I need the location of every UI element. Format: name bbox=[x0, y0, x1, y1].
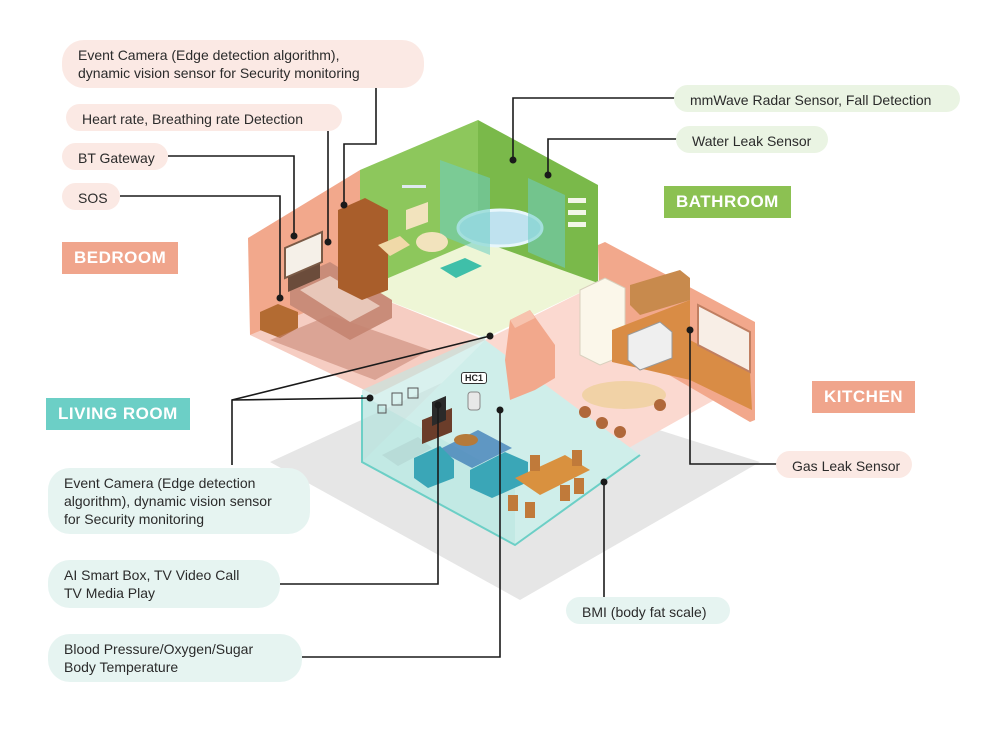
room-label-kitchen: KITCHEN bbox=[812, 381, 916, 413]
callout-line: Body Temperature bbox=[64, 659, 179, 675]
leader-event-camera-living-1 bbox=[231, 335, 491, 465]
callout-line: TV Media Play bbox=[64, 585, 156, 601]
callout-line: Event Camera (Edge detection algorithm), bbox=[78, 47, 340, 63]
stove bbox=[627, 321, 673, 371]
dining-table bbox=[515, 455, 590, 495]
bathroom-floor bbox=[360, 240, 600, 338]
callout-water-leak: Water Leak Sensor bbox=[676, 126, 828, 153]
bed-sheet bbox=[300, 276, 380, 322]
nightstand bbox=[260, 304, 298, 338]
living-back-wall bbox=[362, 335, 485, 462]
callout-line: dynamic vision sensor for Security monit… bbox=[78, 65, 360, 81]
coffee-table bbox=[454, 434, 478, 446]
leader-mmwave bbox=[512, 97, 680, 160]
leader-blood-pressure bbox=[300, 410, 501, 658]
hc1-device bbox=[467, 391, 481, 411]
towel-rail bbox=[402, 185, 426, 188]
room-label-living-room: LIVING ROOM bbox=[46, 398, 190, 430]
shower-glass bbox=[440, 160, 490, 255]
wall-frames bbox=[377, 387, 419, 414]
kitchen-floor bbox=[485, 283, 750, 450]
callout-line: Blood Pressure/Oxygen/Sugar bbox=[64, 641, 254, 657]
armchair-left bbox=[414, 446, 454, 488]
kitchen-window bbox=[697, 303, 751, 374]
sofa bbox=[470, 452, 528, 498]
callout-bmi: BMI (body fat scale) bbox=[566, 597, 730, 624]
bath-mat bbox=[440, 258, 482, 278]
leader-event-camera-living-2 bbox=[231, 397, 371, 401]
upper-cabinets bbox=[630, 270, 690, 315]
bedroom-wall-mirror bbox=[284, 230, 323, 280]
callout-mmwave-radar: mmWave Radar Sensor, Fall Detection bbox=[674, 85, 960, 112]
wardrobe bbox=[338, 198, 388, 300]
bar-stools bbox=[579, 399, 666, 438]
stair-top-step bbox=[510, 310, 535, 328]
leader-gas-leak bbox=[689, 330, 780, 465]
living-rug bbox=[438, 430, 512, 468]
towel-shelf bbox=[568, 198, 586, 227]
callout-event-camera-bedroom: Event Camera (Edge detection algorithm),… bbox=[62, 40, 424, 88]
leader-ai-box bbox=[280, 405, 439, 585]
callout-event-camera-living: Event Camera (Edge detection algorithm),… bbox=[48, 468, 310, 534]
room-label-bedroom: BEDROOM bbox=[62, 242, 179, 274]
sink bbox=[378, 236, 410, 256]
callout-blood-pressure: Blood Pressure/Oxygen/Sugar Body Tempera… bbox=[48, 634, 302, 682]
hc1-device-tag: HC1 bbox=[461, 372, 488, 384]
room-label-bathroom: BATHROOM bbox=[664, 186, 791, 218]
leader-bt-gateway bbox=[168, 155, 295, 236]
kitchen-island bbox=[582, 381, 666, 409]
toilet-tank bbox=[406, 202, 428, 230]
callout-line: AI Smart Box, TV Video Call bbox=[64, 567, 240, 583]
leader-event-camera-bedroom bbox=[343, 88, 377, 205]
leader-water-leak bbox=[547, 138, 680, 175]
callout-ai-smart-box: AI Smart Box, TV Video Call TV Media Pla… bbox=[48, 560, 280, 608]
callout-bt-gateway: BT Gateway bbox=[62, 143, 168, 170]
callout-sos: SOS bbox=[62, 183, 120, 210]
bench bbox=[382, 437, 432, 466]
leader-sos bbox=[120, 195, 281, 298]
callout-line: algorithm), dynamic vision sensor bbox=[64, 493, 272, 509]
shower-glass-2 bbox=[528, 178, 565, 268]
callout-line: Event Camera (Edge detection bbox=[64, 475, 256, 491]
bedroom-rug bbox=[270, 315, 430, 380]
staircase bbox=[505, 310, 555, 400]
dining-chairs bbox=[508, 450, 584, 518]
toilet bbox=[416, 232, 448, 252]
callout-line: for Security monitoring bbox=[64, 511, 205, 527]
callout-heart-rate: Heart rate, Breathing rate Detection bbox=[66, 104, 342, 131]
callout-gas-leak: Gas Leak Sensor bbox=[776, 451, 912, 478]
